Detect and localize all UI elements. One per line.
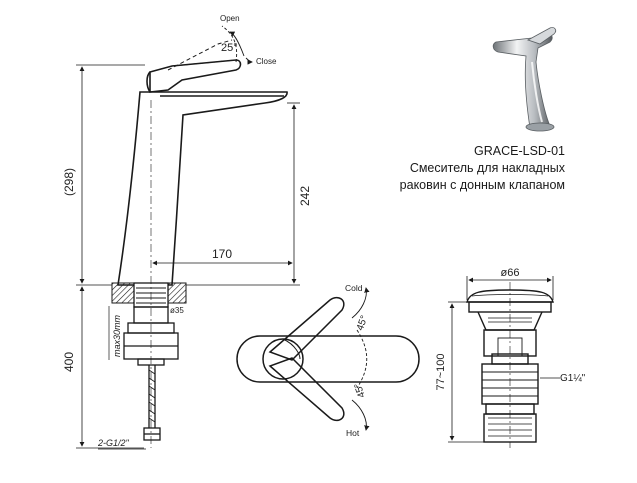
product-photo [492, 27, 557, 132]
dim-thickness-label: max30mm [112, 314, 122, 357]
dim-below-counter-label: 400 [62, 352, 76, 372]
hot-label: Hot [346, 428, 360, 438]
hose-thread-label: 2-G1/2" [97, 438, 130, 448]
lever-angle-arc [221, 25, 253, 65]
drain-thread-label: G1¼" [560, 372, 586, 384]
product-caption: GRACE-LSD-01 Смеситель для накладных рак… [365, 143, 565, 194]
dim-drain-diameter [466, 276, 554, 300]
dim-total-height [76, 64, 145, 286]
product-description-line2: раковин с донным клапаном [399, 178, 565, 192]
faucet-side-view [117, 39, 288, 286]
dim-below-counter [76, 286, 144, 449]
faucet-top-view [236, 296, 420, 422]
dim-drain-height [448, 301, 484, 443]
dim-drain-diameter-label: ø66 [501, 267, 520, 279]
hot-angle-label: 45° [352, 381, 368, 399]
cold-angle-label: 45° [355, 314, 371, 332]
product-model: GRACE-LSD-01 [474, 144, 565, 158]
counter-section [111, 282, 187, 308]
dim-spout-height [186, 102, 300, 286]
dim-hole-diameter-label: ø35 [170, 306, 184, 315]
dim-total-height-label: (298) [62, 168, 76, 196]
dim-drain-height-label: 77~100 [435, 353, 447, 390]
product-description-line1: Смеситель для накладных [409, 161, 565, 175]
lever-close-label: Close [256, 57, 277, 66]
rotation-arcs [351, 287, 370, 431]
cold-label: Cold [345, 283, 363, 293]
dim-spout-reach-label: 170 [212, 247, 232, 261]
lever-open-label: Open [220, 14, 240, 23]
dim-spout-height-label: 242 [298, 186, 312, 206]
lever-angle-label: 25° [221, 42, 238, 54]
